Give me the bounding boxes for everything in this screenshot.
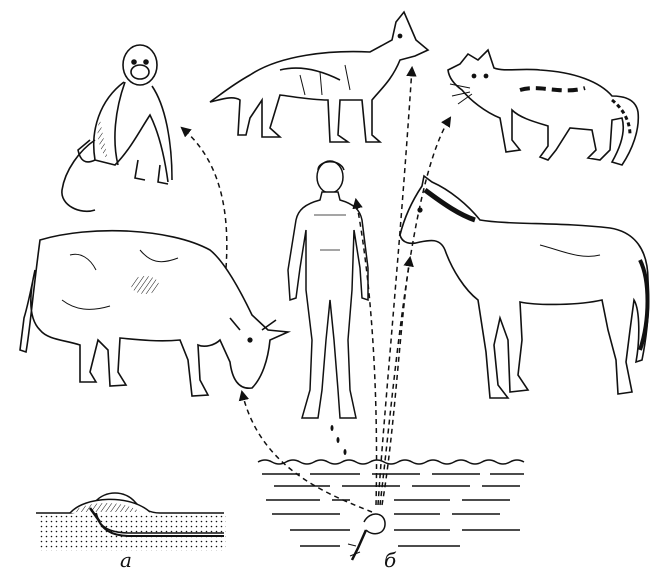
- arrow-to-horse: [382, 258, 410, 505]
- cow-figure: [20, 231, 288, 396]
- cat-figure: [448, 50, 638, 165]
- horse-figure: [400, 176, 649, 398]
- water-surface: [258, 460, 524, 546]
- human-figure: [288, 161, 368, 418]
- skin-section-inset: [36, 493, 226, 551]
- arrow-to-dog: [378, 68, 412, 505]
- panel-label-b: б: [384, 548, 396, 572]
- monkey-figure: [62, 45, 172, 211]
- dog-figure: [210, 12, 428, 142]
- panel-label-a: а: [120, 548, 132, 572]
- droplets: [331, 425, 347, 455]
- parasite-figure: [348, 514, 385, 560]
